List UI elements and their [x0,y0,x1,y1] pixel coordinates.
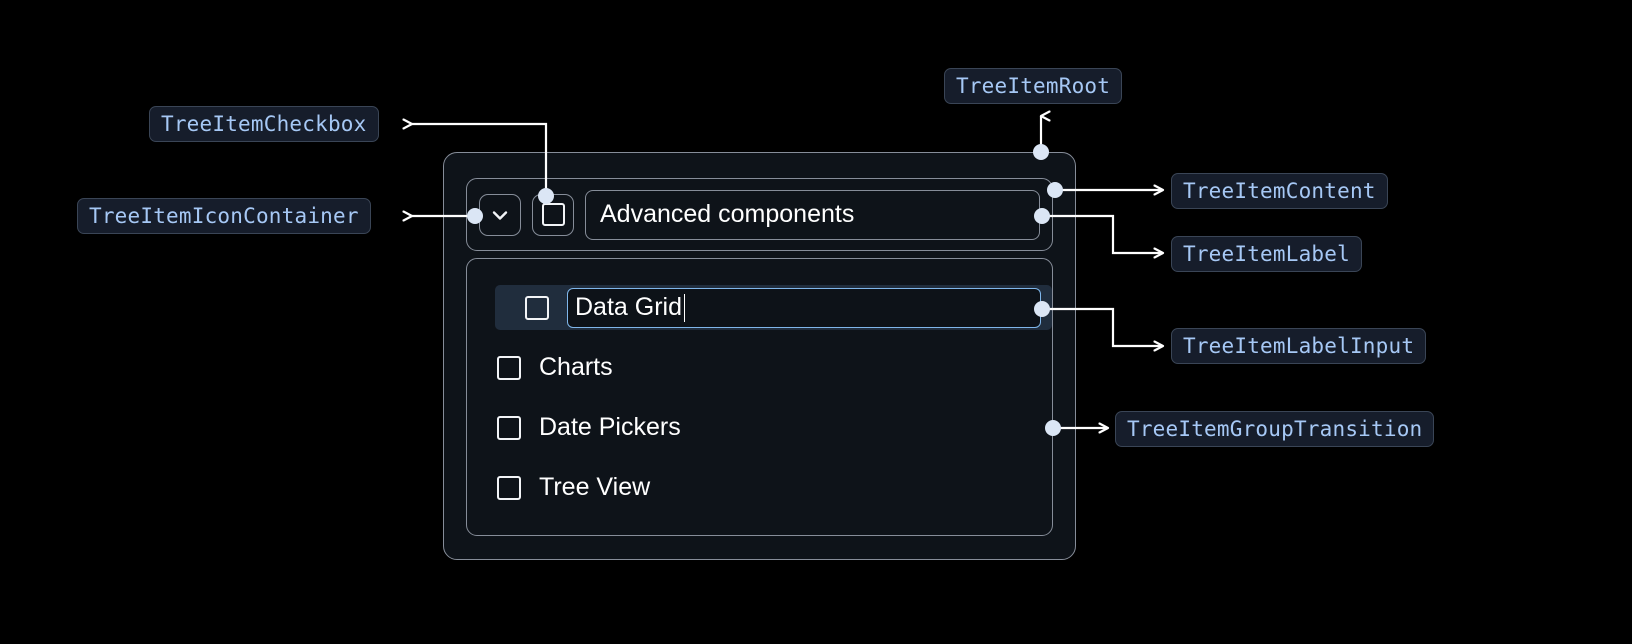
chip-tree-item-label-input[interactable]: TreeItemLabelInput [1171,328,1427,364]
chip-tree-item-root[interactable]: TreeItemRoot [944,68,1123,104]
checkbox-unchecked-icon[interactable] [497,475,521,500]
tree-item-label-input[interactable]: Data Grid [567,287,1041,328]
chip-tree-item-checkbox[interactable]: TreeItemCheckbox [149,106,379,142]
checkbox-unchecked-icon [541,203,565,226]
chevron-down-icon [488,203,512,227]
tree-item-checkbox-box[interactable] [532,193,574,236]
tree-item-label-input-value: Data Grid [575,293,682,321]
tree-item-row-data-grid[interactable]: Data Grid [495,285,1052,330]
chip-tree-item-group-transition[interactable]: TreeItemGroupTransition [1115,411,1435,447]
tree-item-label-text: Advanced components [600,200,855,228]
chip-tree-item-icon-container[interactable]: TreeItemIconContainer [77,198,371,234]
checkbox-unchecked-icon[interactable] [497,355,521,380]
tree-item-group-transition-box: Data Grid Charts Date Pickers Tree View [466,258,1053,536]
tree-item-row-label: Tree View [539,473,651,501]
tree-item-icon-container-box[interactable] [479,193,521,236]
tree-item-content-box: Advanced components [466,178,1053,251]
chip-tree-item-label[interactable]: TreeItemLabel [1171,236,1362,272]
text-caret [683,293,686,322]
checkbox-unchecked-icon[interactable] [497,415,521,440]
tree-item-row-tree-view[interactable]: Tree View [467,465,1052,510]
tree-item-row-label: Charts [539,353,613,381]
tree-item-row-charts[interactable]: Charts [467,345,1052,390]
chip-tree-item-content[interactable]: TreeItemContent [1171,173,1388,209]
tree-item-row-label: Date Pickers [539,413,681,441]
tree-item-row-date-pickers[interactable]: Date Pickers [467,405,1052,450]
tree-item-label-box[interactable]: Advanced components [585,189,1040,240]
checkbox-unchecked-icon[interactable] [525,295,549,320]
